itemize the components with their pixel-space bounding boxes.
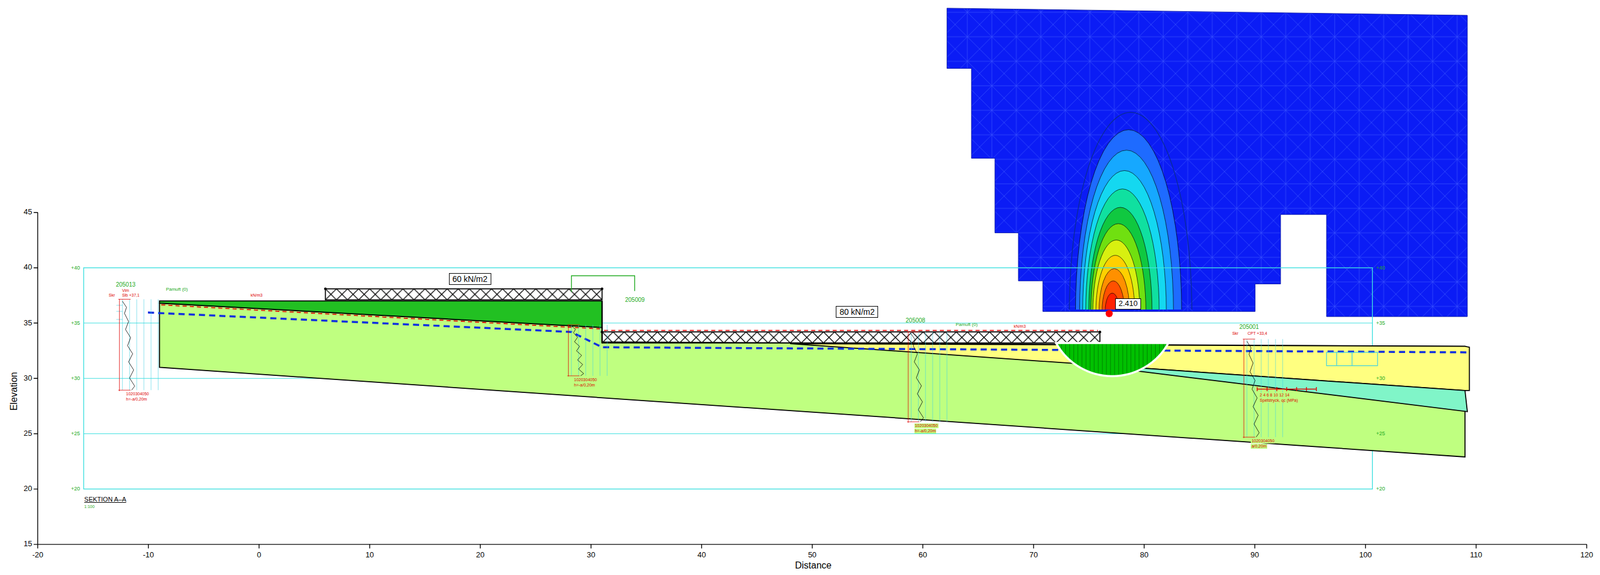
surcharge-load (602, 331, 1100, 343)
elevation-marker: +35 (70, 319, 81, 326)
load-marker (571, 275, 636, 293)
safety-factor-box: 2.410 (1115, 298, 1142, 310)
borehole-note: Pamuft (0) (954, 321, 978, 327)
cpt-scale (1257, 386, 1317, 391)
surface-mark (161, 304, 1099, 330)
borehole-note: Pamuft (0) (165, 286, 189, 292)
axis-tick-label: 90 (1250, 550, 1260, 560)
elevation-marker: +40 (70, 264, 81, 271)
axis-tick-label: 60 (917, 550, 928, 560)
load-value: 80 kN/m2 (839, 306, 875, 317)
borehole-note: CPT +33,4 (1246, 331, 1268, 336)
axis-line (37, 212, 1587, 545)
axis-tick-label: 70 (1028, 550, 1039, 560)
axis-tick-label: -10 (142, 550, 155, 560)
borehole-log (567, 324, 608, 377)
contour (1090, 223, 1146, 310)
borehole-id: 205001 (1239, 323, 1260, 331)
load-value: 2.410 (1118, 299, 1139, 309)
elevation-marker: +25 (1375, 430, 1386, 437)
borehole-note: Skr (1231, 331, 1240, 336)
borehole-note: a/0,20m (1250, 443, 1267, 449)
axis-tick-label: 50 (807, 550, 818, 560)
elevation-marker: +20 (70, 485, 81, 492)
elevation-marker: +20 (1375, 485, 1386, 492)
load-dots (323, 287, 1102, 334)
load-value: 60 kN/m2 (452, 274, 488, 284)
axis-tick-label: 40 (22, 262, 33, 272)
axis-tick-label: 120 (1580, 550, 1595, 560)
axis-tick-label: -20 (31, 550, 45, 560)
groundwater-level (147, 312, 1468, 353)
load-box: 60 kN/m2 (449, 272, 492, 285)
axis-tick-label: 110 (1469, 550, 1484, 560)
axis-title: Distance (794, 559, 832, 571)
embankment-fill (159, 300, 603, 327)
axis-tick-label: 80 (1139, 550, 1149, 560)
axis-tick-label: 10 (365, 550, 375, 560)
slip-circle (1055, 342, 1169, 377)
axis-tick-label: 30 (22, 373, 33, 383)
slip-centre (1105, 309, 1113, 317)
borehole-note: kN/m3 (1013, 323, 1026, 329)
borehole-log (907, 331, 948, 423)
borehole-id: 205013 (115, 281, 136, 289)
cpt-bars (1326, 352, 1378, 366)
elevation-marker: +25 (70, 430, 81, 437)
axis-tick-label: 40 (696, 550, 707, 560)
section-title: SEKTION A–A (83, 495, 128, 504)
search-grid (946, 8, 1468, 317)
axis-tick-label: 100 (1358, 550, 1373, 560)
borehole-note: 1020304050 (573, 377, 598, 383)
borehole-id: 205009 (624, 296, 646, 304)
contour (1085, 188, 1160, 310)
scale-note: 1:100 (83, 504, 96, 509)
borehole-note: 1020304050 (1250, 438, 1275, 444)
borehole-note: Skr (107, 292, 116, 298)
borehole-note: 2 4 6 8 10 12 14 (1258, 392, 1291, 398)
axis-tick-label: 20 (475, 550, 485, 560)
elevation-marker: +40 (1375, 264, 1386, 271)
elevation-marker: +35 (1375, 319, 1386, 326)
surcharge-load (325, 288, 602, 300)
elevation-marker: +30 (70, 375, 81, 381)
borehole-note: Slb +37,1 (121, 292, 141, 298)
axis-tick-label: 35 (22, 318, 33, 328)
axis-tick-label: 30 (586, 550, 596, 560)
load-box: 80 kN/m2 (835, 305, 879, 318)
borehole-note: h=-a/0,20m (125, 396, 148, 402)
contour (1082, 170, 1167, 309)
axis-tick-label: 0 (256, 550, 262, 560)
borehole-id: 205008 (905, 316, 926, 324)
axis-title: Elevation (8, 370, 20, 411)
borehole-note: 1020304050 (914, 423, 939, 428)
contour (1069, 112, 1193, 310)
borehole-note: kN/m3 (250, 292, 263, 298)
borehole-note: h=-a/0,20m (914, 428, 937, 434)
contour (1088, 207, 1153, 310)
borehole-note: 1020304050 (125, 391, 150, 397)
axis-tick-label: 20 (22, 484, 33, 494)
axis-tick-label: 15 (22, 539, 33, 549)
axis-tick-label: 25 (22, 429, 33, 438)
borehole-log (116, 298, 158, 391)
borehole-note: Spetstryck, qc (MPa) (1258, 397, 1299, 403)
safety-contours (1069, 112, 1193, 310)
borehole-note: Vim (121, 288, 130, 293)
axis-tick-label: 45 (22, 207, 33, 217)
contour (1075, 129, 1182, 310)
elevation-marker: +30 (1375, 375, 1386, 381)
contour (1079, 150, 1174, 310)
borehole-note: h=-a/0,20m (573, 382, 596, 388)
axis-ticks (33, 212, 1587, 549)
